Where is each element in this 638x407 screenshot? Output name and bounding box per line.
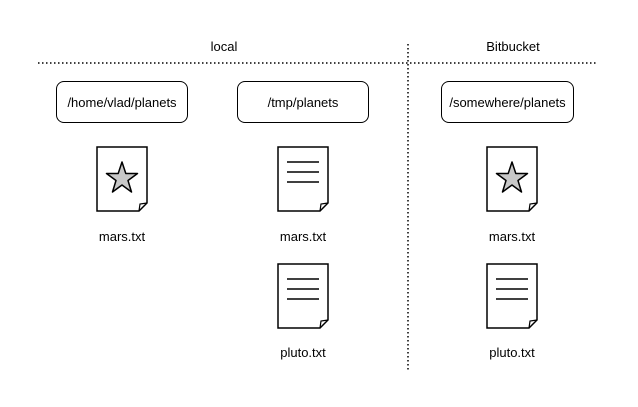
- file-name-label: mars.txt: [279, 229, 327, 244]
- lines-icon: [277, 146, 329, 212]
- repo-folder-tmp: /tmp/planets: [237, 81, 369, 123]
- file-name-label: mars.txt: [98, 229, 146, 244]
- file-name-label: pluto.txt: [280, 345, 326, 360]
- file-name-label: mars.txt: [488, 229, 536, 244]
- lines-icon: [486, 263, 538, 329]
- star-icon: [486, 146, 538, 212]
- lines-icon: [277, 263, 329, 329]
- local-section-label: local: [210, 39, 238, 54]
- bitbucket-section-label: Bitbucket: [486, 39, 540, 54]
- repo-folder-home: /home/vlad/planets: [56, 81, 188, 123]
- file-name-label: pluto.txt: [489, 345, 535, 360]
- star-icon: [96, 146, 148, 212]
- repo-folder-somewhere: /somewhere/planets: [441, 81, 574, 123]
